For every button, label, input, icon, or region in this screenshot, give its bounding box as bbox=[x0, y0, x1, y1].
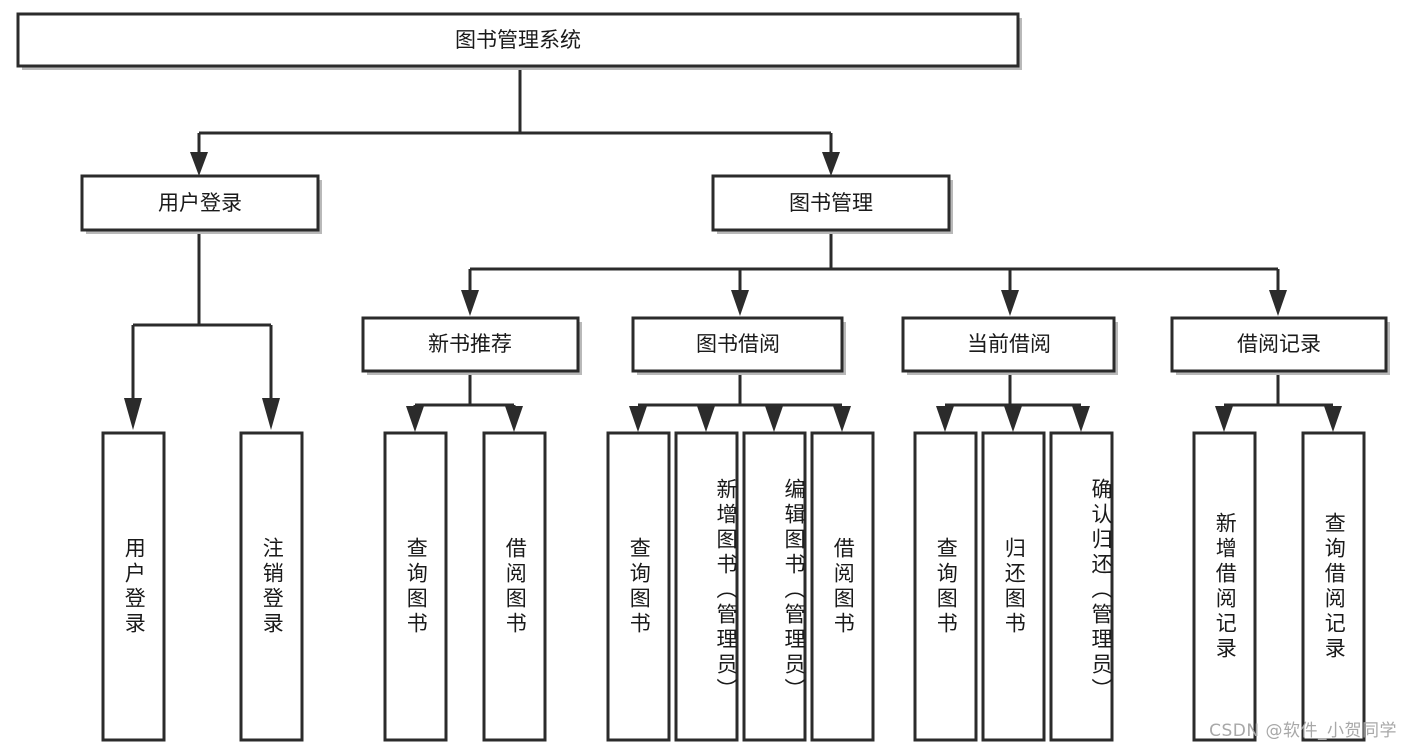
leaf-add-record-box[interactable] bbox=[1192, 431, 1257, 742]
leaf-borrow-book-1-box[interactable] bbox=[482, 431, 547, 742]
arrowhead-leaf-logout-login bbox=[262, 398, 280, 430]
leaf-add-book-box[interactable] bbox=[674, 431, 739, 742]
leaf-query-book-3-box[interactable] bbox=[913, 431, 978, 742]
node-borrow-record-label: 借阅记录 bbox=[1237, 332, 1321, 356]
node-book-manage-box bbox=[711, 174, 951, 232]
arrowhead-leaf-borrow-book-1 bbox=[505, 406, 523, 432]
node-user-login-label: 用户登录 bbox=[158, 191, 242, 215]
watermark-text: CSDN @软件_小贺同学 bbox=[1209, 721, 1397, 741]
arrowhead-current-borrow bbox=[1001, 290, 1019, 316]
leaf-query-record-box[interactable] bbox=[1301, 431, 1366, 742]
arrowhead-leaf-confirm-return bbox=[1072, 406, 1090, 432]
node-root-label: 图书管理系统 bbox=[455, 28, 581, 52]
arrowhead-book-borrow bbox=[731, 290, 749, 316]
node-borrow-record[interactable]: 借阅记录 bbox=[1170, 316, 1390, 375]
leaf-logout-login-box[interactable] bbox=[239, 431, 304, 742]
node-root-box bbox=[16, 12, 1020, 68]
node-user-login-box bbox=[80, 174, 320, 232]
node-current-borrow[interactable]: 当前借阅 bbox=[901, 316, 1118, 375]
node-book-borrow[interactable]: 图书借阅 bbox=[631, 316, 846, 375]
leaf-borrow-book-2-box[interactable] bbox=[810, 431, 875, 742]
node-book-borrow-box bbox=[631, 316, 844, 373]
leaf-confirm-return-box[interactable] bbox=[1049, 431, 1114, 742]
arrowhead-leaf-query-book-2 bbox=[629, 406, 647, 432]
node-current-borrow-box bbox=[901, 316, 1116, 373]
arrowhead-user-login bbox=[190, 152, 208, 176]
arrowhead-borrow-record bbox=[1269, 290, 1287, 316]
arrowhead-leaf-borrow-book-2 bbox=[833, 406, 851, 432]
node-book-manage[interactable]: 图书管理 bbox=[711, 174, 953, 234]
node-user-login[interactable]: 用户登录 bbox=[80, 174, 322, 234]
leaf-query-book-2-box[interactable] bbox=[606, 431, 671, 742]
node-new-book-box bbox=[361, 316, 580, 373]
arrowhead-leaf-edit-book bbox=[765, 406, 783, 432]
node-book-manage-label: 图书管理 bbox=[789, 191, 873, 215]
node-current-borrow-label: 当前借阅 bbox=[967, 332, 1051, 356]
leaf-user-login-box[interactable] bbox=[101, 431, 166, 742]
node-new-book-label: 新书推荐 bbox=[428, 332, 512, 356]
arrowhead-leaf-return-book bbox=[1004, 406, 1022, 432]
arrowhead-new-book-recommend bbox=[461, 290, 479, 316]
arrowhead-leaf-query-record bbox=[1324, 406, 1342, 432]
arrowhead-leaf-query-book-3 bbox=[936, 406, 954, 432]
node-new-book-recommend[interactable]: 新书推荐 bbox=[361, 316, 582, 375]
node-book-borrow-label: 图书借阅 bbox=[696, 332, 780, 356]
connector-group bbox=[124, 68, 1342, 432]
arrowhead-leaf-query-book-1 bbox=[406, 406, 424, 432]
arrowhead-leaf-user-login bbox=[124, 398, 142, 430]
arrowhead-leaf-add-record bbox=[1215, 406, 1233, 432]
leaf-return-book-box[interactable] bbox=[981, 431, 1046, 742]
arrowhead-leaf-add-book bbox=[697, 406, 715, 432]
leaf-edit-book-box[interactable] bbox=[742, 431, 807, 742]
leaf-boxes bbox=[101, 431, 1366, 742]
node-root[interactable]: 图书管理系统 bbox=[16, 12, 1022, 70]
node-borrow-record-box bbox=[1170, 316, 1388, 373]
leaf-query-book-1-box[interactable] bbox=[383, 431, 448, 742]
arrowhead-book-manage bbox=[822, 152, 840, 176]
